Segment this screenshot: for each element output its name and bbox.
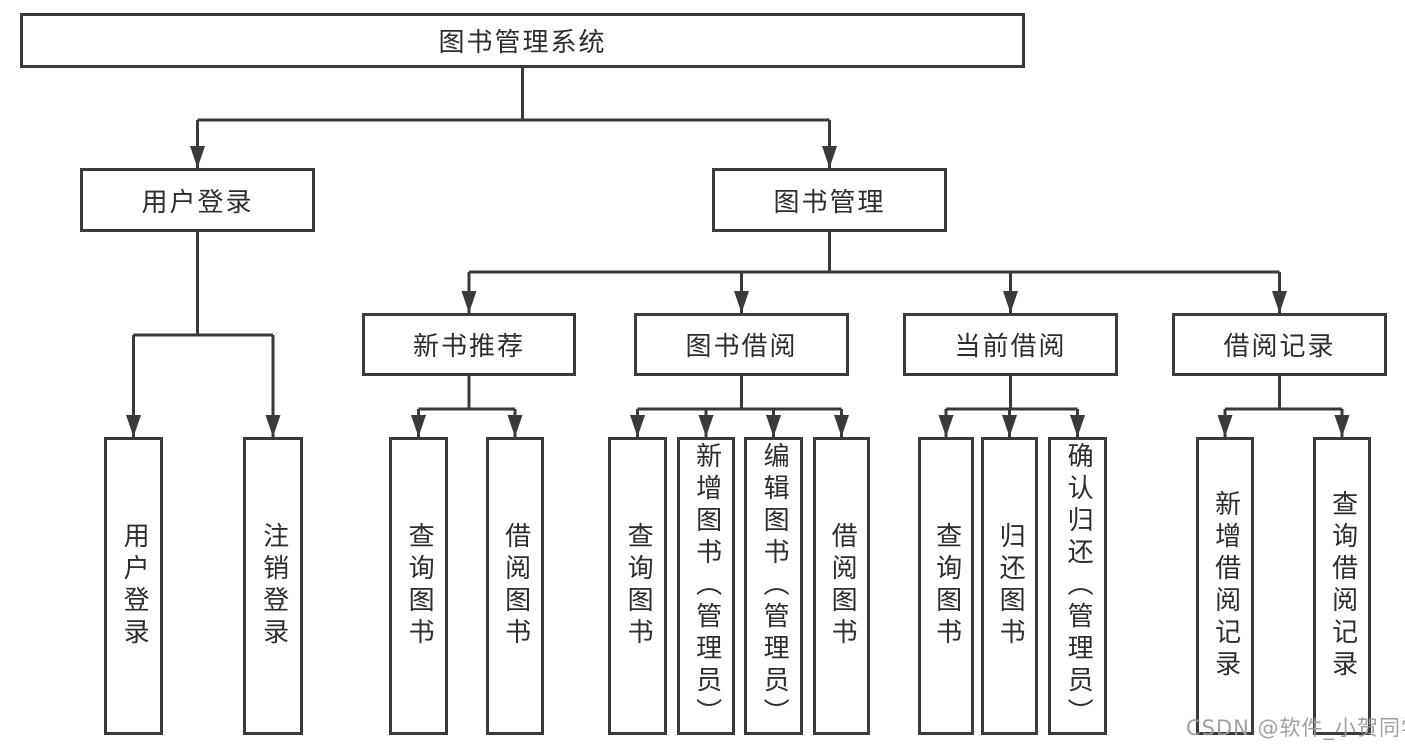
leaf-current-return-books: 归还图书 [981,437,1038,735]
leaf-borrow-edit-books-admin: 编辑图书（管理员） [744,437,803,735]
node-borrow-records: 借阅记录 [1172,313,1387,376]
connector-new-rec-children [411,376,523,437]
node-root: 图书管理系统 [20,13,1025,68]
leaf-logout: 注销登录 [243,437,303,735]
leaf-newrec-query-books: 查询图书 [389,437,448,735]
node-book-borrow: 图书借阅 [634,313,849,376]
leaf-current-query-books: 查询图书 [918,437,974,735]
leaf-borrow-borrow-books: 借阅图书 [813,437,870,735]
leaf-label: 查询图书 [404,522,435,650]
leaf-label: 借阅图书 [827,522,858,650]
leaf-user-login: 用户登录 [104,437,163,735]
leaf-label: 查询图书 [623,522,654,650]
csdn-watermark: CSDN @软件_小贺同学 [1186,716,1405,740]
leaf-label: 借阅图书 [500,522,531,650]
connector-root-to-level2 [190,68,837,168]
node-new-book-recommend: 新书推荐 [362,313,576,376]
connector-book-mgmt-children [461,232,1287,313]
leaf-borrow-add-books-admin: 新增图书（管理员） [677,437,735,735]
leaf-records-add-record: 新增借阅记录 [1196,437,1254,735]
connector-borrow-records-children [1217,376,1350,437]
leaf-label: 查询借阅记录 [1327,490,1358,682]
leaf-label: 归还图书 [995,522,1026,650]
leaf-newrec-borrow-books: 借阅图书 [486,437,544,735]
leaf-label: 注销登录 [258,522,289,650]
leaf-records-query-record: 查询借阅记录 [1313,437,1371,735]
connector-current-borrow-children [938,376,1085,437]
connector-book-borrow-children [630,376,849,437]
node-user-login: 用户登录 [80,168,315,232]
leaf-label: 新增图书（管理员） [691,442,722,730]
leaf-current-confirm-return-admin: 确认归还（管理员） [1048,437,1107,735]
leaf-label: 查询图书 [931,522,962,650]
leaf-label: 编辑图书（管理员） [759,442,790,730]
leaf-label: 确认归还（管理员） [1063,442,1094,730]
node-book-management: 图书管理 [712,168,947,232]
node-current-borrow: 当前借阅 [903,313,1118,376]
leaf-label: 用户登录 [119,522,150,650]
connector-user-login-children [126,232,281,437]
leaf-borrow-query-books: 查询图书 [608,437,667,735]
leaf-label: 新增借阅记录 [1210,490,1241,682]
